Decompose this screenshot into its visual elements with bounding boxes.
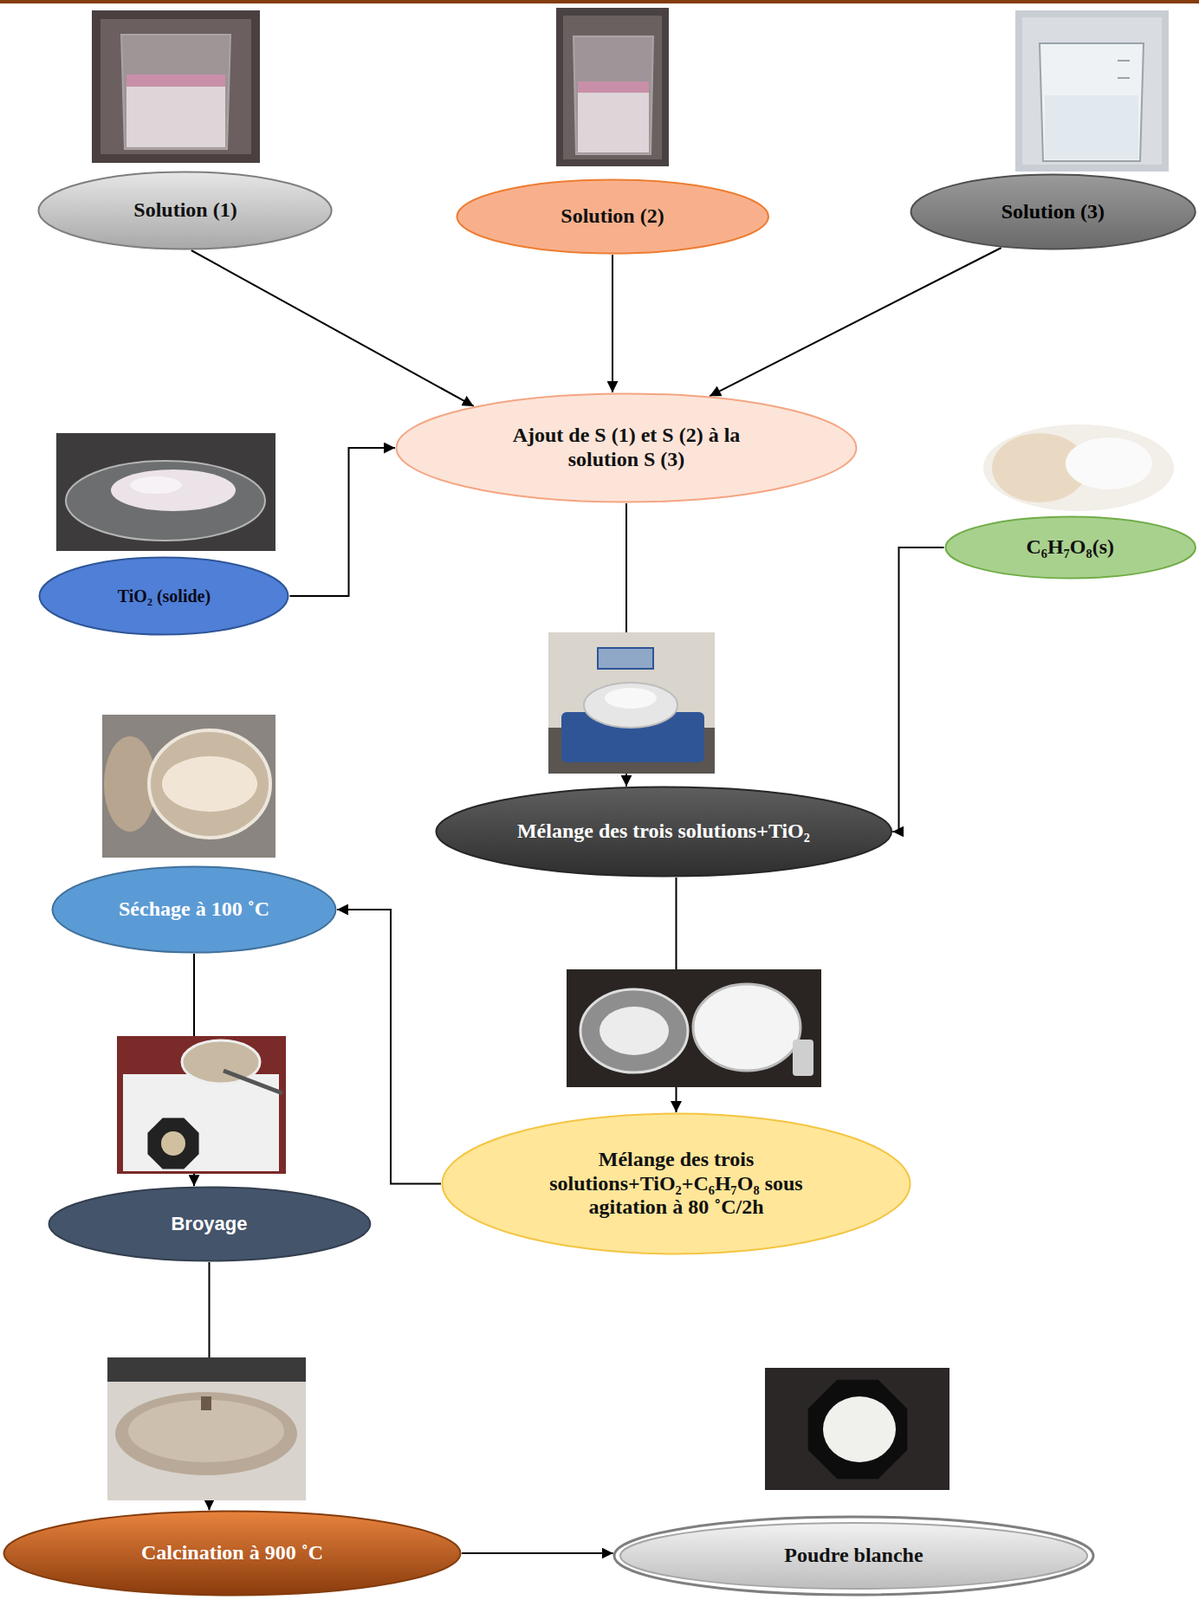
flow-arrow bbox=[191, 250, 474, 407]
flow-arrow bbox=[337, 909, 441, 1185]
node-label: Solution (2) bbox=[506, 204, 719, 229]
process-ellipse: Broyage bbox=[47, 1186, 372, 1263]
flow-arrow bbox=[461, 1552, 614, 1555]
drying-photo bbox=[102, 714, 276, 858]
node-label: Solution (1) bbox=[85, 198, 285, 223]
node-label: Mélange des trois solutions+TiO₂+C₆H₇O₈ … bbox=[521, 1147, 832, 1220]
product-ellipse: Poudre blanche bbox=[612, 1515, 1096, 1597]
beaker-photo bbox=[1015, 10, 1169, 172]
solution-ellipse: Solution (2) bbox=[455, 178, 770, 255]
dishes-photo bbox=[566, 969, 822, 1088]
grinding-photo bbox=[116, 1036, 286, 1174]
white-powder-photo bbox=[764, 1367, 950, 1491]
flow-arrow bbox=[290, 447, 396, 597]
process-ellipse: Mélange des trois solutions+TiO₂ bbox=[434, 785, 894, 878]
furnace-photo bbox=[107, 1357, 306, 1501]
header-rule bbox=[0, 0, 1199, 4]
flow-arrow bbox=[892, 547, 944, 832]
flow-arrow bbox=[709, 247, 1002, 396]
flow-arrow bbox=[611, 254, 614, 393]
node-label: Poudre blanche bbox=[688, 1543, 1019, 1569]
node-label: Calcination à 900 ˚C bbox=[75, 1541, 389, 1566]
solution-ellipse: Solution (1) bbox=[37, 170, 333, 251]
node-label: C₆H₇O₈(s) bbox=[985, 535, 1154, 560]
process-ellipse: Séchage à 100 ˚C bbox=[51, 865, 338, 954]
node-label: Mélange des trois solutions+TiO₂ bbox=[506, 819, 820, 844]
node-label: Séchage à 100 ˚C bbox=[115, 897, 273, 922]
node-label: Solution (3) bbox=[956, 200, 1149, 225]
stirrer-photo bbox=[548, 632, 715, 774]
process-ellipse: Ajout de S (1) et S (2) à la solution S … bbox=[395, 392, 858, 504]
node-label: TiO₂ (solide) bbox=[80, 586, 248, 607]
beaker-photo bbox=[556, 7, 669, 167]
beaker-photo bbox=[91, 10, 260, 163]
reagent-ellipse: TiO₂ (solide) bbox=[38, 556, 290, 636]
solution-ellipse: Solution (3) bbox=[909, 173, 1197, 251]
node-label: Broyage bbox=[99, 1212, 318, 1235]
node-label: Ajout de S (1) et S (2) à la solution S … bbox=[487, 423, 765, 472]
powder-dish-photo bbox=[56, 433, 276, 551]
process-ellipse: Calcination à 900 ˚C bbox=[2, 1510, 462, 1597]
process-ellipse: Mélange des trois solutions+TiO₂+C₆H₇O₈ … bbox=[440, 1112, 912, 1256]
reagent-ellipse: C₆H₇O₈(s) bbox=[944, 515, 1197, 580]
powder-photo bbox=[964, 413, 1197, 521]
